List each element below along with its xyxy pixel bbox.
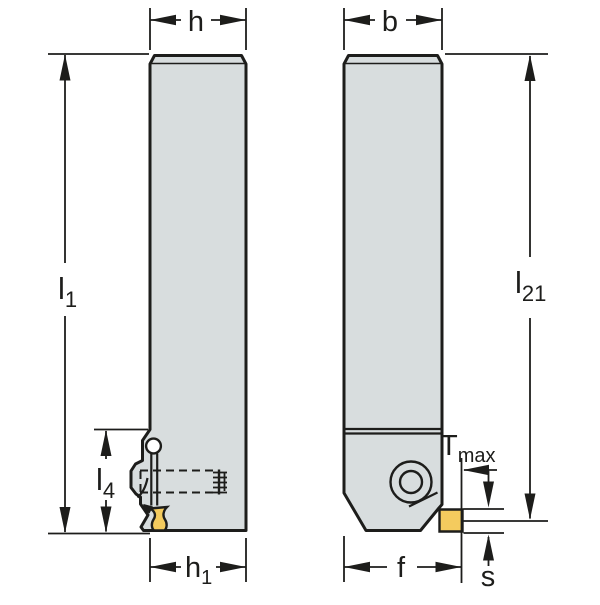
dim-l4-arrow-up — [100, 430, 112, 456]
clamp-pin-circle — [144, 437, 163, 455]
right-insert — [438, 508, 464, 533]
dim-l4-label: l4 — [96, 462, 115, 503]
dim-f: f — [343, 536, 462, 584]
dim-h: h — [149, 6, 247, 50]
dim-b-label: b — [382, 6, 398, 38]
dim-l1-arrow-up — [59, 54, 71, 81]
dim-b-arrow-right — [416, 14, 442, 26]
dim-h-arrow-right — [220, 14, 246, 26]
dim-tmax-arrow-down — [483, 481, 494, 508]
dim-tmax: Tmax — [440, 430, 504, 583]
right-shank-body — [342, 54, 444, 532]
dim-tmax-label: Tmax — [440, 430, 496, 467]
dim-l1: l1 — [48, 53, 150, 535]
left-shank-body — [129, 54, 248, 532]
dim-s: s — [463, 532, 504, 593]
dim-l21-label: l21 — [515, 265, 546, 306]
dim-s-arrow-up — [483, 534, 494, 561]
dim-b: b — [343, 6, 443, 50]
left-insert — [145, 505, 171, 532]
dim-h1-label: h1 — [185, 552, 212, 589]
set-screw-symbol — [213, 469, 227, 495]
insert-seat-line — [408, 491, 438, 508]
dim-b-arrow-left — [344, 14, 370, 26]
dim-s-label: s — [481, 561, 496, 593]
dim-h1-arrow-right — [220, 561, 246, 573]
dim-h1-arrow-left — [150, 561, 176, 573]
clamp-screw-drive-circle — [398, 469, 424, 495]
right-view — [342, 54, 464, 533]
dim-h1: h1 — [149, 538, 247, 589]
dim-l4: l4 — [94, 428, 148, 533]
clamp-finger-tip — [142, 504, 153, 514]
dim-l21-arrow-up — [524, 55, 536, 81]
dim-h-label: h — [188, 6, 204, 38]
dim-f-arrow-left — [344, 561, 370, 573]
left-view — [129, 54, 248, 532]
dim-l1-arrow-down — [59, 507, 71, 533]
dim-f-label: f — [397, 552, 406, 584]
dim-l21-arrow-down — [524, 493, 536, 520]
dim-tmax-arrow-left — [463, 464, 489, 476]
clamp-slot-arc — [136, 477, 149, 499]
dim-h-arrow-left — [150, 14, 176, 26]
dim-l4-arrow-down — [100, 506, 112, 533]
dim-f-arrow-right — [435, 561, 462, 573]
dim-l1-label: l1 — [58, 271, 77, 312]
dim-l21: l21 — [445, 53, 548, 522]
